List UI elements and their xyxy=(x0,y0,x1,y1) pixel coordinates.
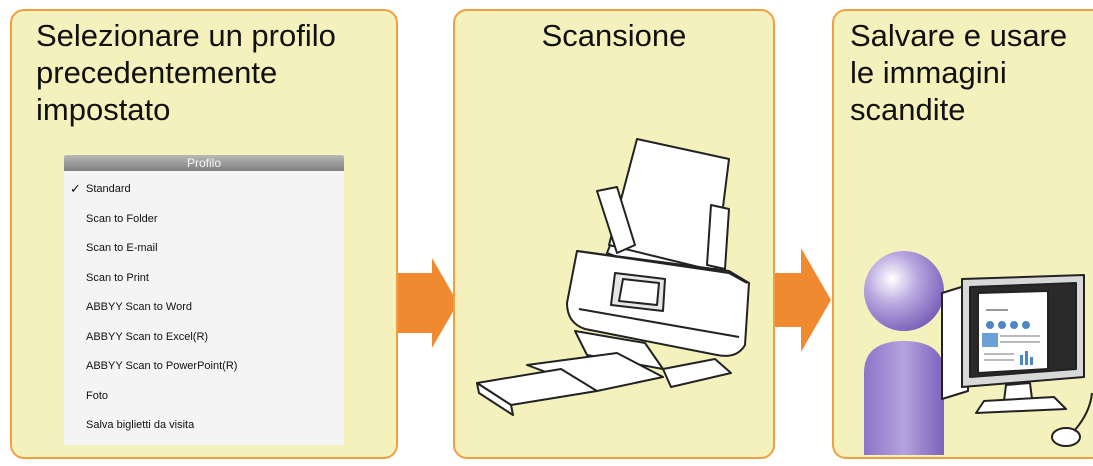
right-arrow-icon xyxy=(398,258,458,348)
scanner-icon xyxy=(476,138,750,416)
computer-icon xyxy=(941,274,1093,447)
scan-panel: Scansione xyxy=(453,9,775,459)
select-profile-panel: Selezionare un profilo precedentemente i… xyxy=(10,9,398,459)
save-panel: Salvare e usare le immagini scandite xyxy=(832,9,1093,459)
panel-title-save: Salvare e usare le immagini scandite xyxy=(850,18,1068,127)
profile-menu: Profilo ✓ Standard Scan to Folder Scan t… xyxy=(64,155,344,445)
person-icon xyxy=(864,251,944,455)
right-arrow-icon xyxy=(775,248,831,352)
profile-menu-header: Profilo xyxy=(64,155,344,171)
panel-title-select: Selezionare un profilo precedentemente i… xyxy=(36,18,336,127)
checkmark-icon: ✓ xyxy=(70,181,81,196)
panel-title-scan: Scansione xyxy=(541,18,687,53)
